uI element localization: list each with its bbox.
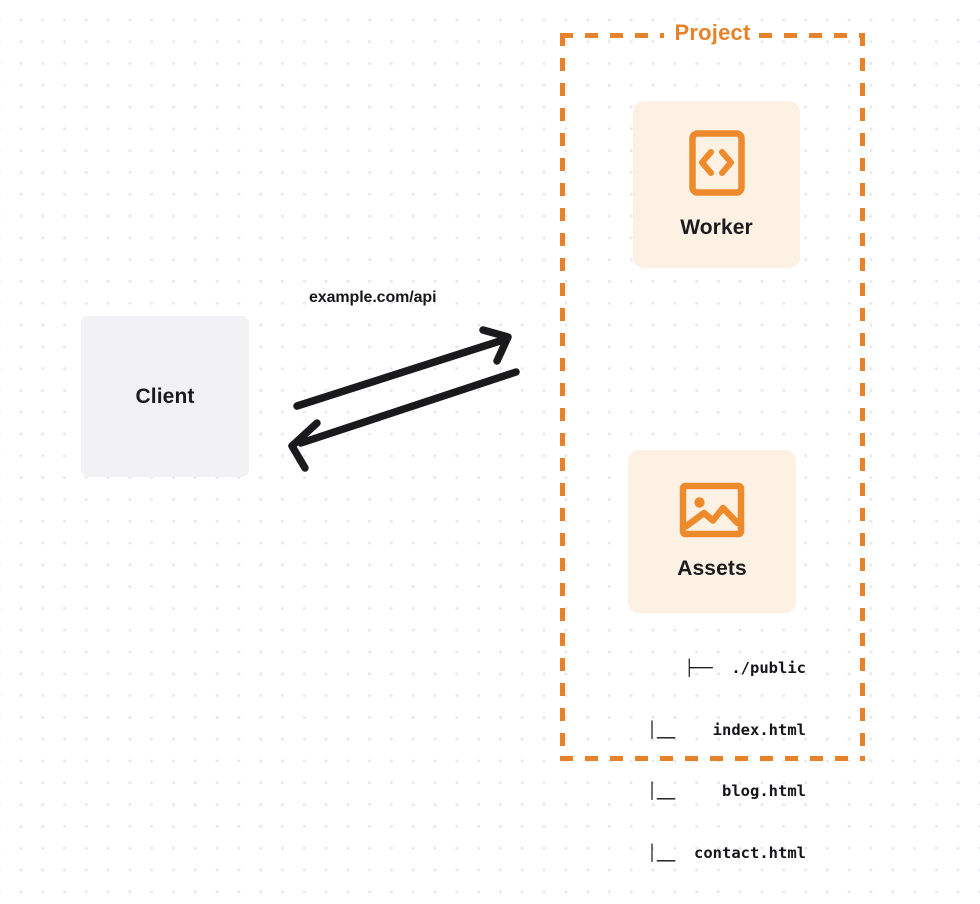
project-group-title: Project bbox=[669, 20, 756, 46]
file-tree-item-blog: │__ blog.html bbox=[647, 782, 806, 800]
response-arrow bbox=[288, 368, 520, 472]
worker-node-label: Worker bbox=[680, 216, 753, 239]
assets-node[interactable]: Assets bbox=[628, 450, 796, 613]
group-border-top-right bbox=[759, 33, 865, 38]
group-border-left bbox=[560, 33, 565, 761]
edge-label-example-com-api: example.com/api bbox=[309, 289, 437, 306]
diagram-canvas: Client example.com/api Project bbox=[81, 20, 865, 862]
code-brackets-icon bbox=[688, 129, 746, 202]
file-tree-root: ├── ./public bbox=[684, 659, 806, 677]
project-group: Project bbox=[560, 20, 865, 761]
image-landscape-icon bbox=[679, 482, 745, 543]
client-node[interactable]: Client bbox=[81, 316, 249, 477]
group-border-bottom bbox=[560, 756, 865, 761]
group-border-right bbox=[860, 33, 865, 761]
request-arrow bbox=[293, 326, 512, 410]
worker-node[interactable]: Worker bbox=[633, 101, 800, 268]
file-tree-item-index: │__ index.html bbox=[647, 720, 806, 739]
file-tree-item-contact: │__ contact.html bbox=[647, 843, 806, 862]
assets-node-label: Assets bbox=[677, 557, 747, 580]
group-border-top-left bbox=[560, 33, 664, 38]
client-node-label: Client bbox=[135, 384, 195, 408]
assets-file-tree: ├── ./public │__ index.html │__ blog.htm… bbox=[606, 617, 806, 904]
